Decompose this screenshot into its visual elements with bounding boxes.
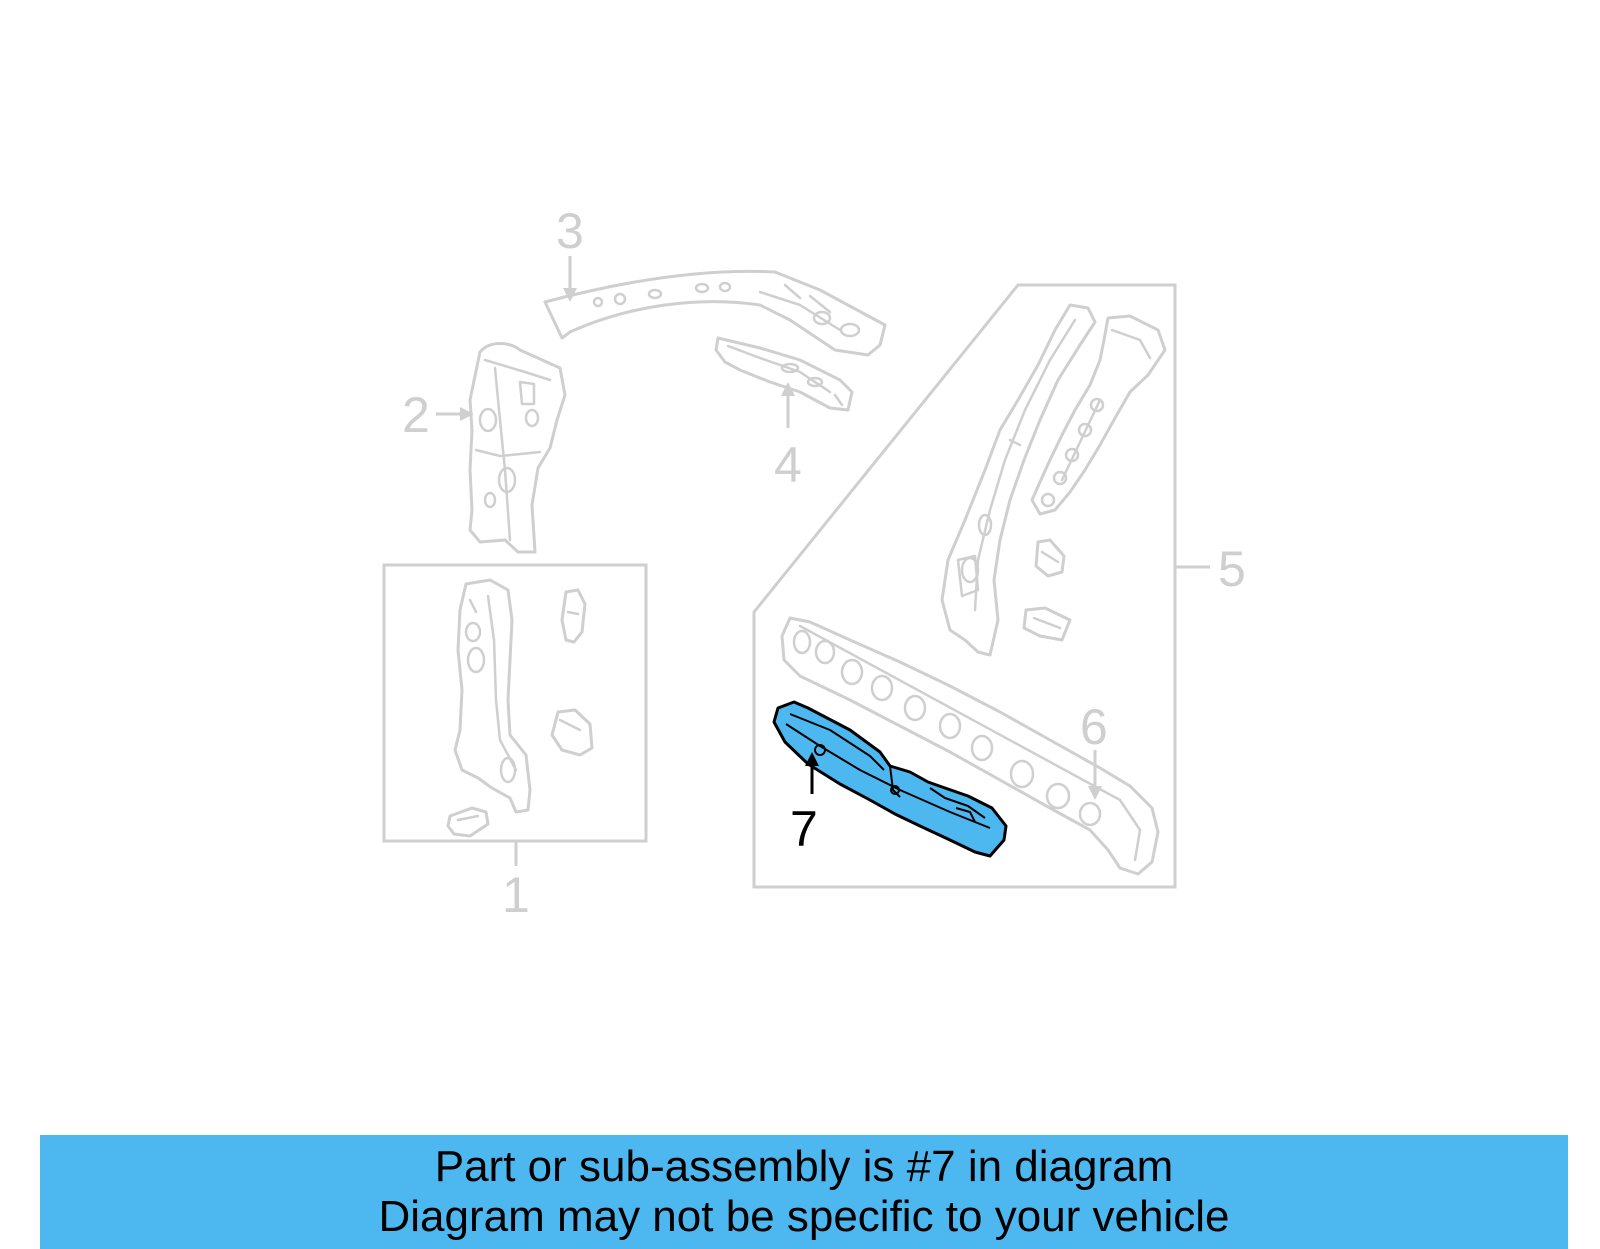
callout-7: 7 (790, 801, 818, 857)
callout-4: 4 (774, 437, 802, 493)
leader-6 (1088, 750, 1102, 800)
banner-line-part: Part or sub-assembly is #7 in diagram (434, 1142, 1174, 1191)
part-7-highlighted-rail (772, 700, 1008, 858)
callout-2: 2 (402, 387, 430, 443)
callout-6: 6 (1080, 699, 1108, 755)
part-1-clip-c (446, 806, 490, 838)
part-1-pillar-lower (453, 578, 532, 814)
part-5-pillar (940, 303, 1097, 657)
part-5-box (752, 283, 1177, 889)
callout-1: 1 (502, 867, 530, 923)
part-6-lower-rail (780, 616, 1160, 876)
part-1-clip-b (550, 708, 594, 757)
leader-4 (781, 382, 795, 428)
leader-2 (436, 407, 474, 421)
callout-5: 5 (1218, 541, 1246, 597)
part-3-upper-rail (543, 269, 887, 357)
part-5-bracket-b (1022, 606, 1072, 642)
part-5-upper-member (1030, 314, 1167, 516)
part-1-clip-a (560, 588, 587, 644)
banner-line-disclaimer: Diagram may not be specific to your vehi… (378, 1192, 1230, 1241)
leader-3 (563, 256, 577, 302)
part-2-pillar (468, 342, 567, 554)
info-banner: Part or sub-assembly is #7 in diagram Di… (40, 1135, 1568, 1249)
part-5-bracket-a (1034, 538, 1066, 578)
part-4-bracket (714, 336, 854, 412)
callout-3: 3 (556, 203, 584, 259)
leader-7 (805, 752, 819, 794)
